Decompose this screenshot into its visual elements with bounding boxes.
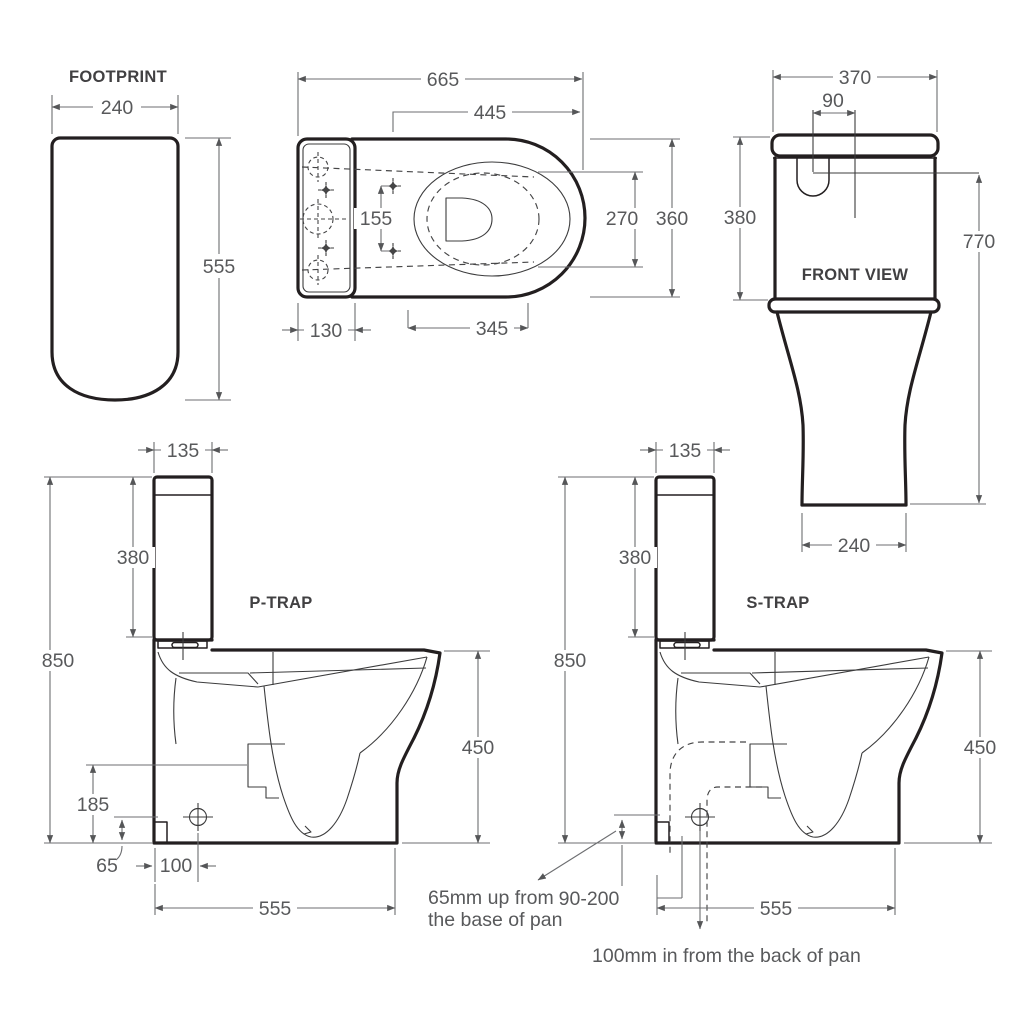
svg-text:the base of pan: the base of pan: [428, 909, 562, 931]
front-base-width-dimension: 240: [801, 513, 907, 557]
s-trap-view: S-TRAP 135 380 850 450: [428, 440, 1002, 967]
plan-cistern-depth-dimension: 130: [282, 303, 371, 342]
front-width-dimension: 370: [772, 67, 938, 132]
p-trap-pan-height-dimension: 450: [402, 650, 500, 844]
plan-seat-length-dimension: 445: [392, 102, 581, 132]
front-height-dimension: 770: [910, 174, 1001, 505]
front-view-label: FRONT VIEW: [802, 266, 909, 284]
front-view: FRONT VIEW 370 90 380 770 240: [718, 67, 1001, 557]
plan-seat-outline: [413, 161, 571, 277]
plan-pan-outline: [350, 137, 587, 299]
svg-text:770: 770: [963, 231, 996, 253]
svg-text:345: 345: [476, 318, 509, 340]
svg-text:370: 370: [839, 67, 872, 89]
svg-text:135: 135: [669, 440, 702, 462]
svg-text:155: 155: [360, 208, 393, 230]
footprint-width-dimension: 240: [51, 95, 179, 134]
footprint-outline: [50, 136, 180, 402]
s-trap-total-height-dimension: 850: [548, 476, 654, 844]
plan-flush-outlet: [445, 197, 493, 242]
footprint-depth-value: 555: [203, 256, 236, 278]
front-pedestal-left: [775, 310, 805, 507]
p-trap-lid-depth-dimension: 135: [138, 440, 228, 473]
svg-text:450: 450: [964, 737, 997, 759]
front-pedestal-right: [903, 310, 933, 507]
footprint-label: FOOTPRINT: [69, 68, 167, 86]
top-plan-view: 665 445 155 270 360: [282, 69, 694, 342]
footprint-view: FOOTPRINT 240 555: [50, 68, 243, 402]
s-trap-inlet-symbol: [684, 802, 716, 832]
plan-fixing-centres-dimension: 155: [354, 185, 398, 252]
svg-text:240: 240: [838, 535, 871, 557]
plan-cistern-inner: [302, 143, 351, 293]
svg-text:555: 555: [259, 898, 292, 920]
outlet-position-note: 100mm in from the back of pan: [592, 831, 861, 967]
s-trap-lid-depth-dimension: 135: [640, 440, 730, 473]
plan-overall-width-dimension: 360: [590, 138, 694, 298]
plan-inner-width-dimension: 270: [538, 171, 644, 268]
inlet-height-note: 65mm up from the base of pan: [428, 830, 617, 931]
svg-text:65mm up from: 65mm up from: [428, 887, 554, 909]
front-button-recess: [796, 158, 830, 197]
svg-text:850: 850: [42, 650, 75, 672]
svg-text:555: 555: [760, 898, 793, 920]
front-seat: [767, 297, 941, 314]
p-trap-inlet-symbol: [182, 802, 214, 832]
p-trap-inlet-up-dimension: 65: [96, 816, 158, 877]
s-trap-cistern-height-dimension: 380: [613, 476, 657, 638]
p-trap-label: P-TRAP: [249, 594, 312, 612]
svg-text:130: 130: [310, 320, 343, 342]
s-trap-pan-height-dimension: 450: [904, 650, 1002, 844]
svg-text:185: 185: [77, 794, 110, 816]
svg-text:90: 90: [822, 90, 844, 112]
svg-text:135: 135: [167, 440, 200, 462]
svg-text:100mm in from the back of pan: 100mm in from the back of pan: [592, 945, 861, 967]
svg-text:445: 445: [474, 102, 507, 124]
s-trap-depth-dimension: 555: [656, 836, 896, 920]
svg-text:270: 270: [606, 208, 639, 230]
s-trap-label: S-TRAP: [746, 594, 809, 612]
plan-bowl-length-dimension: 345: [407, 303, 529, 340]
front-cistern-sides: [773, 156, 937, 301]
svg-text:665: 665: [427, 69, 460, 91]
p-trap-view: P-TRAP 135 380 850 450: [36, 440, 500, 920]
p-trap-outlet-height-dimension: 185: [71, 764, 247, 844]
p-trap-depth-dimension: 555: [154, 848, 396, 920]
p-trap-inlet-in-dimension: 100: [136, 833, 216, 882]
s-trap-setout-dimension: 90-200: [559, 814, 660, 910]
plan-rim-outline: [426, 172, 540, 266]
front-cistern-height-dimension: 380: [718, 136, 770, 301]
front-button-offset-dimension: 90: [812, 90, 856, 117]
footprint-depth-dimension: 555: [185, 137, 243, 401]
svg-text:380: 380: [117, 547, 150, 569]
svg-text:360: 360: [656, 208, 689, 230]
svg-text:380: 380: [619, 547, 652, 569]
svg-text:100: 100: [160, 855, 193, 877]
s-trap-pipe-outer: [669, 741, 746, 854]
svg-text:380: 380: [724, 207, 757, 229]
p-trap-total-height-dimension: 850: [36, 476, 152, 844]
svg-text:90-200: 90-200: [559, 888, 620, 910]
footprint-width-value: 240: [101, 97, 134, 119]
svg-text:450: 450: [462, 737, 495, 759]
svg-text:65: 65: [96, 855, 118, 877]
plan-overall-length-dimension: 665: [297, 69, 584, 170]
p-trap-cistern-height-dimension: 380: [111, 476, 155, 638]
svg-text:850: 850: [554, 650, 587, 672]
s-trap-pipe-inner: [706, 786, 762, 924]
